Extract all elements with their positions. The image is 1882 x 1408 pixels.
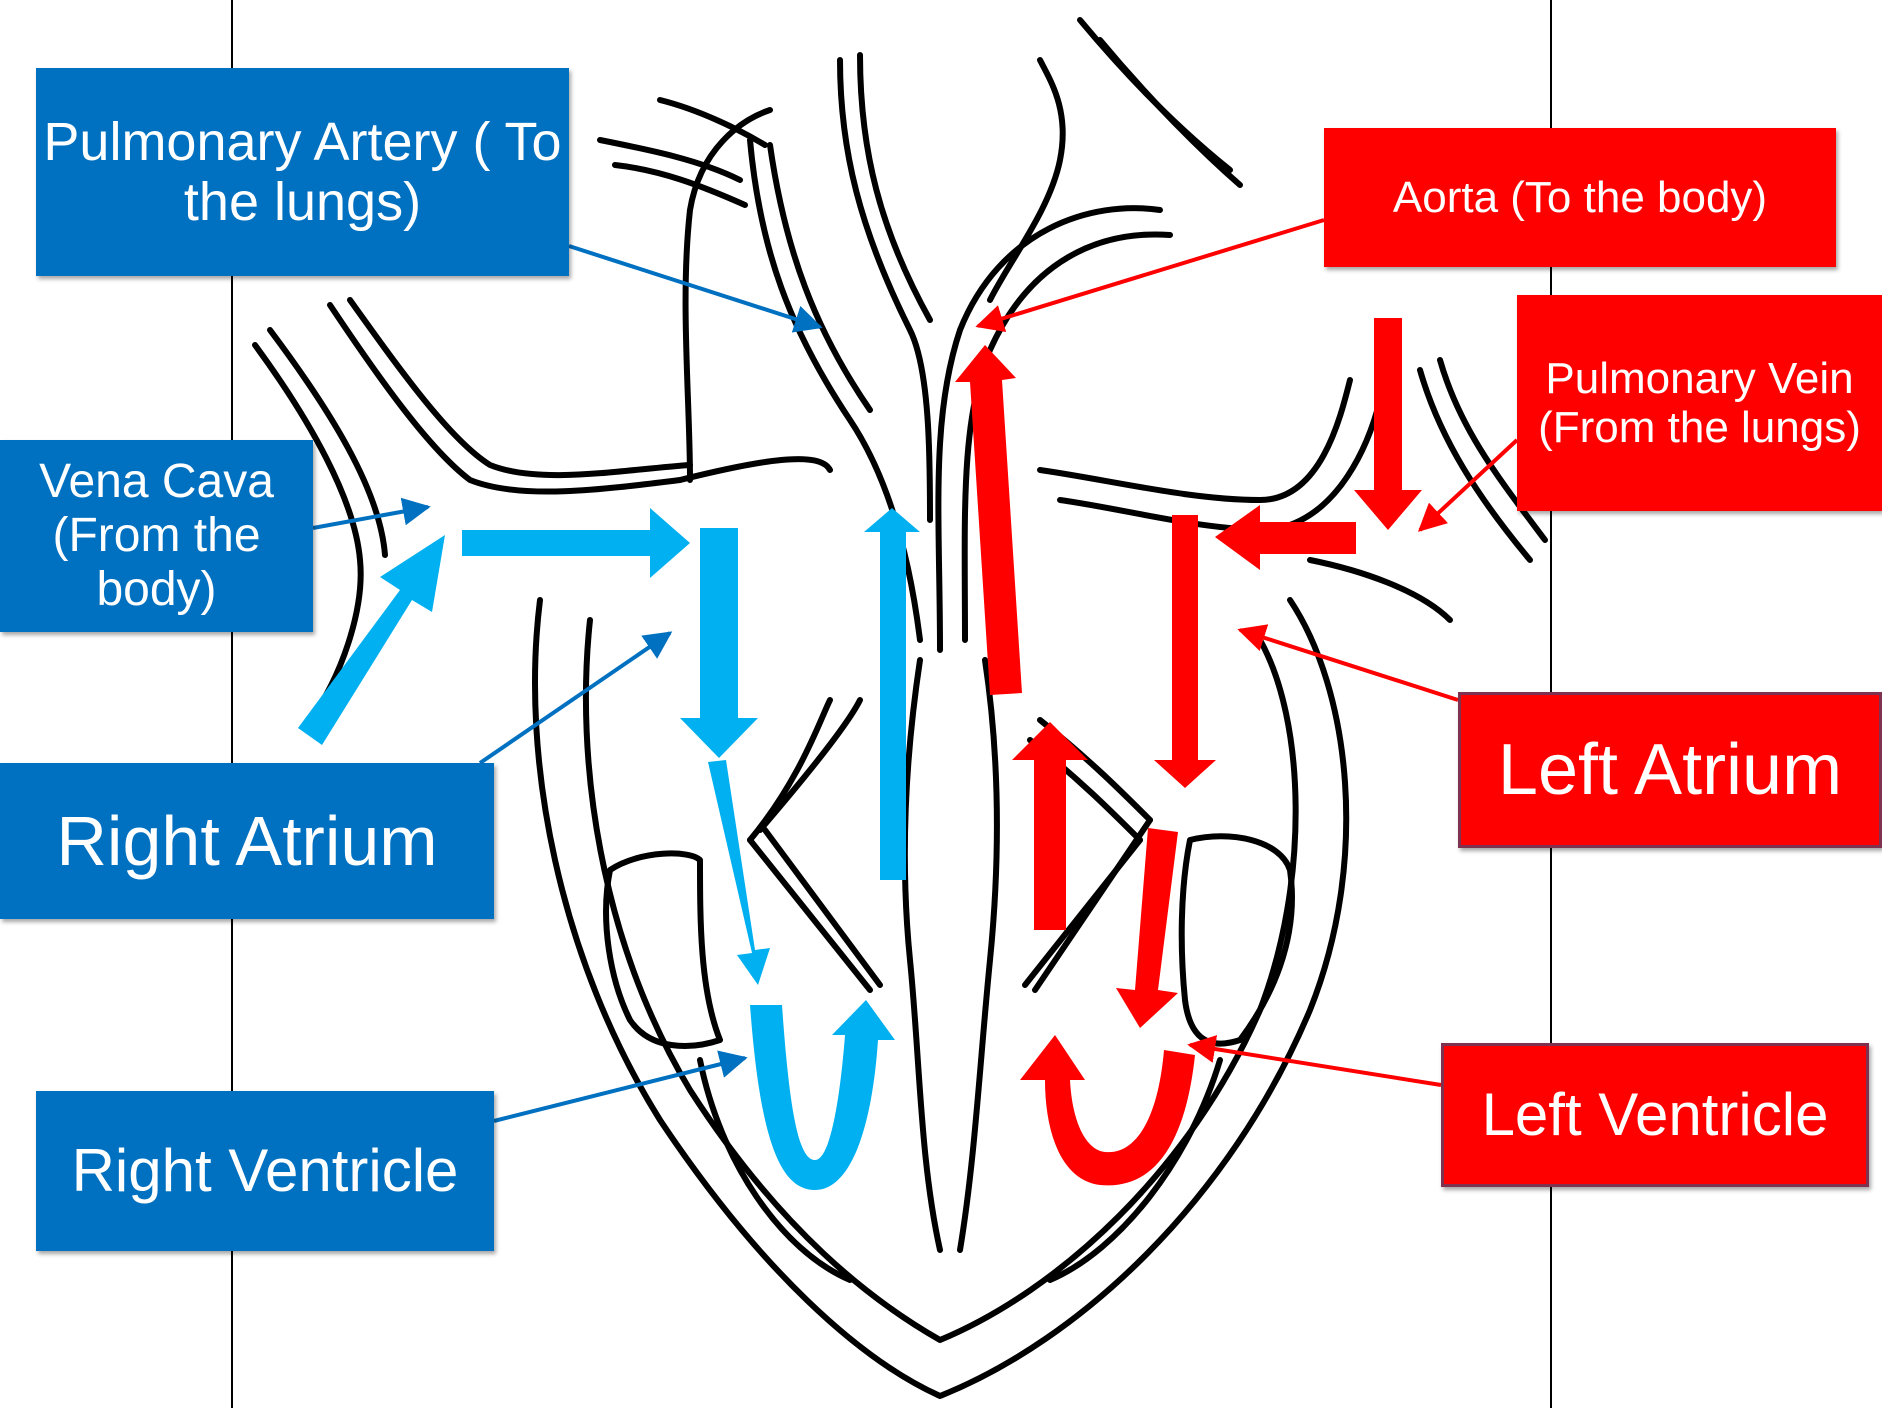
leader-vena-cava (313, 507, 428, 528)
right-atrium-text: Right Atrium (56, 802, 437, 880)
pulmonary-vein-label: Pulmonary Vein (From the lungs) (1517, 295, 1882, 511)
flow-arrow-to-right-atrium (462, 508, 690, 578)
flow-arrow-left-ventricle-up (1012, 722, 1088, 930)
leader-right-atrium (480, 633, 670, 763)
aorta-label: Aorta (To the body) (1324, 128, 1836, 267)
flow-arrow-left-atrium-down (1154, 515, 1216, 788)
flow-arrow-pulmonary-vein-down (1354, 318, 1422, 530)
pulmonary-artery-label: Pulmonary Artery ( To the lungs) (36, 68, 569, 276)
flow-arrow-vena-cava-in (298, 535, 445, 745)
aorta-text: Aorta (To the body) (1393, 173, 1767, 222)
left-atrium-label: Left Atrium (1458, 692, 1882, 848)
left-ventricle-text: Left Ventricle (1482, 1081, 1829, 1148)
flow-arrow-tricuspid (708, 760, 770, 985)
vena-cava-label: Vena Cava (From the body) (0, 440, 313, 632)
flow-arrow-right-atrium-down (680, 528, 758, 758)
vena-cava-text: Vena Cava (From the body) (0, 455, 313, 616)
right-ventricle-text: Right Ventricle (72, 1137, 459, 1204)
right-ventricle-label: Right Ventricle (36, 1091, 494, 1251)
left-ventricle-label: Left Ventricle (1441, 1043, 1869, 1187)
pulmonary-vein-text: Pulmonary Vein (From the lungs) (1517, 354, 1882, 453)
flow-arrow-to-left-atrium (1215, 505, 1356, 570)
oxygenated-flow (955, 318, 1422, 1185)
flow-arrow-to-pulmonary-artery (864, 508, 920, 880)
right-atrium-label: Right Atrium (0, 763, 494, 919)
flow-arrow-right-ventricle-u (750, 1000, 895, 1190)
pulmonary-artery-text: Pulmonary Artery ( To the lungs) (36, 112, 569, 233)
left-atrium-text: Left Atrium (1498, 730, 1842, 811)
